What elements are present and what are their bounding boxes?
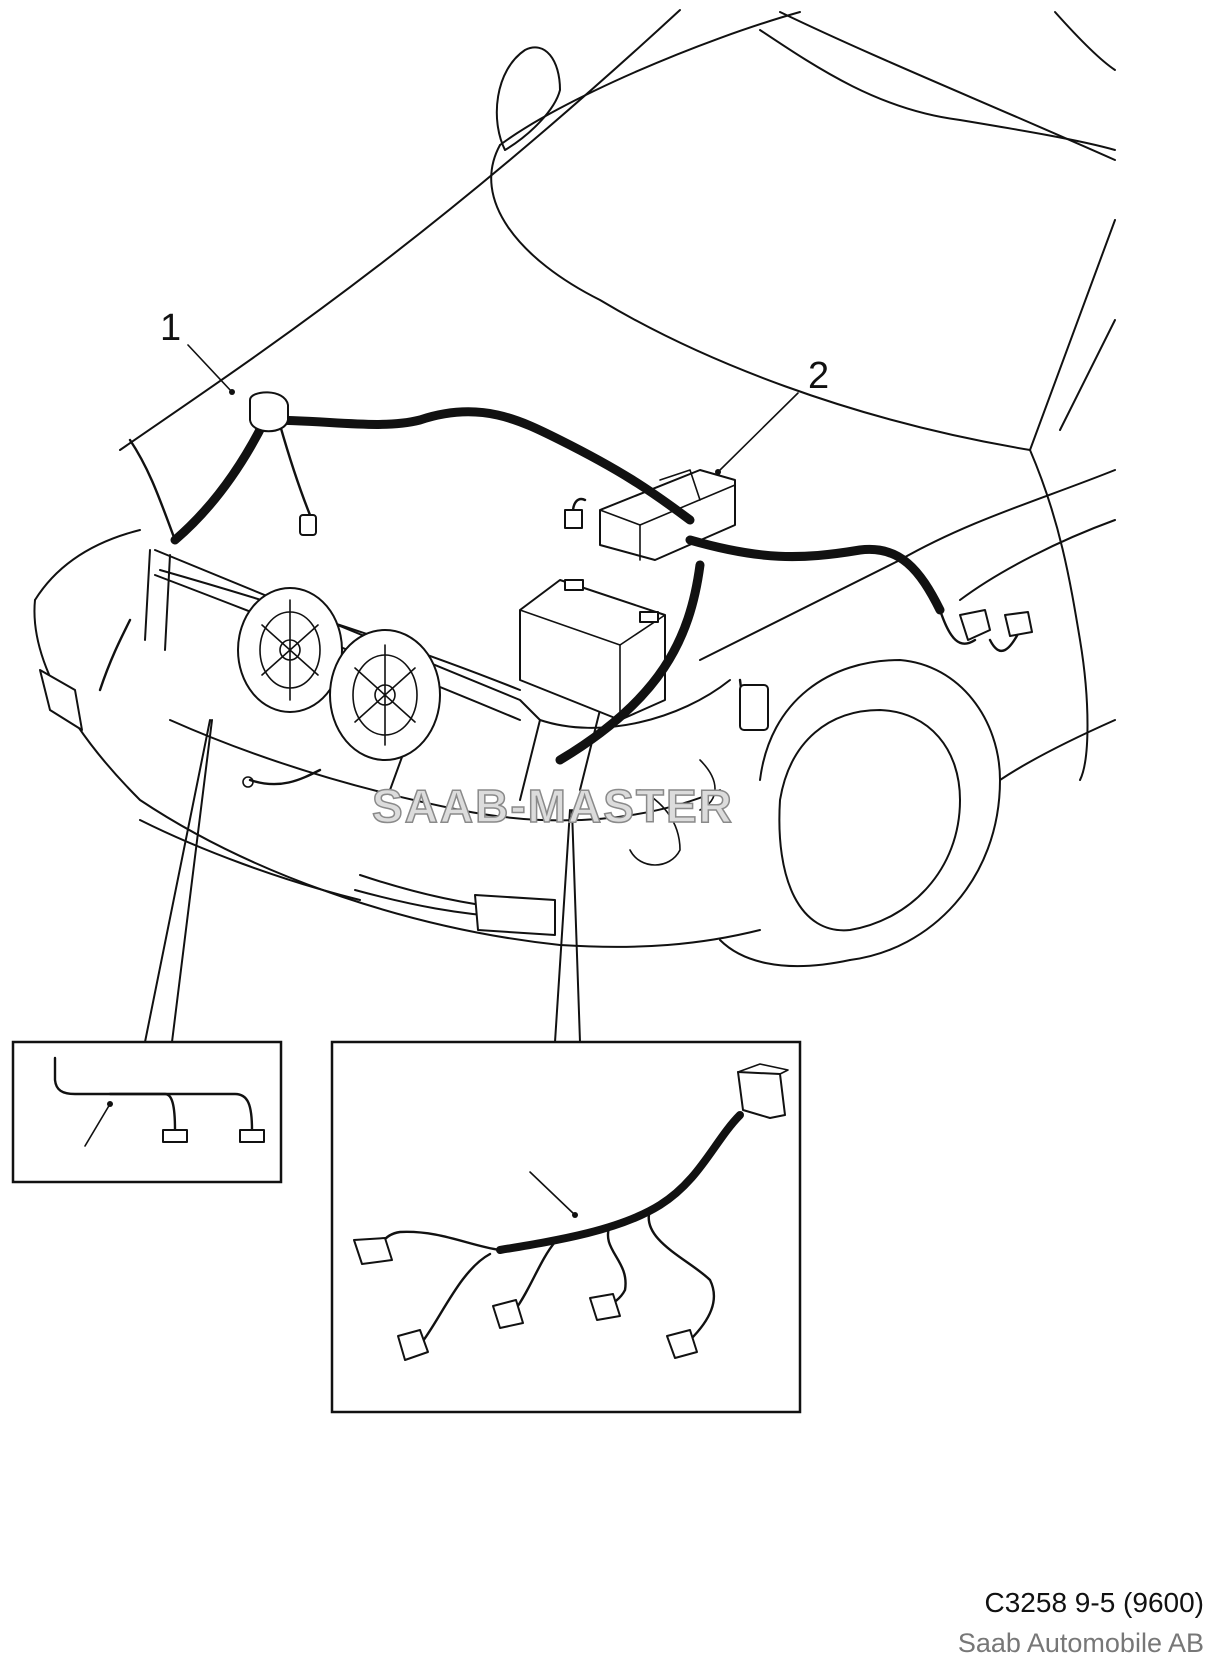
inset-item-4 xyxy=(11,1040,283,1184)
inset-item-3 xyxy=(330,1040,802,1414)
figure-code: C3258 9-5 (9600) xyxy=(984,1587,1204,1618)
cooling-fan-right xyxy=(329,629,441,761)
battery xyxy=(519,579,666,721)
main-harness xyxy=(98,391,1033,866)
cooling-fan-left xyxy=(237,587,343,713)
car-body-outline xyxy=(33,9,1116,968)
callout-1: 1 xyxy=(160,307,181,349)
callout-2: 2 xyxy=(808,355,829,397)
main-view-leaders xyxy=(144,344,799,1043)
company-name: Saab Automobile AB xyxy=(957,1628,1204,1658)
fuse-box xyxy=(599,469,736,561)
watermark-text: SAAB-MASTER xyxy=(372,780,734,832)
